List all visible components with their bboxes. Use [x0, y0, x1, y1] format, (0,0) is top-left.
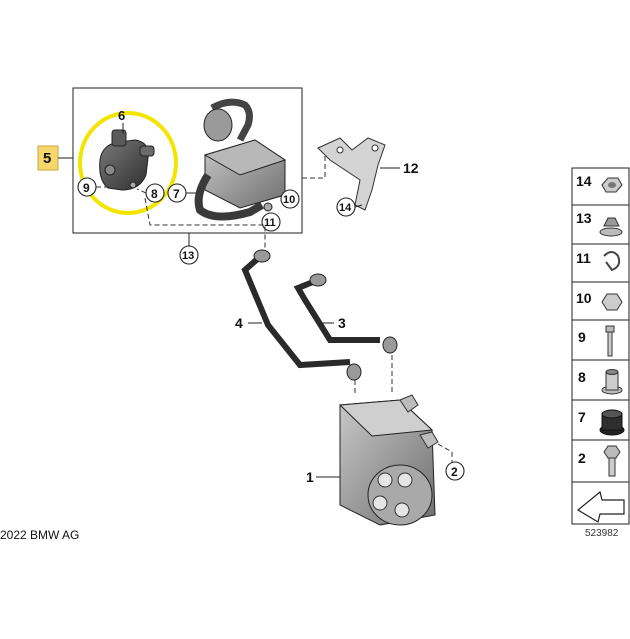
- callout-7[interactable]: 7: [173, 187, 180, 201]
- parts-list-item-13[interactable]: 13: [576, 210, 592, 226]
- copyright-text: 2022 BMW AG: [0, 528, 80, 542]
- parts-list-item-7[interactable]: 7: [578, 409, 586, 425]
- leader-8: [136, 188, 147, 194]
- callout-13-circle: [179, 245, 199, 265]
- parts-list-item-11[interactable]: 11: [576, 250, 591, 266]
- callout-5[interactable]: 5: [43, 150, 51, 167]
- flange-nut-icon: [599, 217, 623, 237]
- highlight-circle: [78, 111, 178, 215]
- callout-14[interactable]: 14: [339, 202, 352, 214]
- heat-exchanger: [338, 394, 439, 526]
- callout-10-circle: [280, 189, 300, 209]
- callout-2-circle: [445, 461, 465, 481]
- detail-box: [72, 87, 303, 234]
- bracket: [317, 137, 386, 211]
- leader-box-12: [302, 150, 326, 179]
- parts-list-panel: [571, 167, 630, 525]
- rubber-grommet-icon: [599, 409, 625, 436]
- callout-8[interactable]: 8: [151, 187, 158, 201]
- callout-1[interactable]: 1: [306, 469, 314, 485]
- parts-list-item-2[interactable]: 2: [578, 450, 586, 466]
- parts-list-item-8[interactable]: 8: [578, 369, 586, 385]
- hex-nut-icon: [601, 293, 623, 311]
- clip-icon: [603, 251, 621, 272]
- parts-list-item-10[interactable]: 10: [576, 290, 592, 306]
- leader-2: [437, 443, 453, 462]
- callout-4[interactable]: 4: [235, 315, 243, 331]
- callout-13-lower[interactable]: 13: [182, 250, 194, 262]
- diagram-id: 523982: [585, 528, 619, 539]
- callout-10[interactable]: 10: [283, 194, 295, 206]
- callout-3[interactable]: 3: [338, 315, 346, 331]
- callout-12[interactable]: 12: [403, 160, 419, 176]
- callout-2[interactable]: 2: [451, 465, 458, 479]
- leader-14: [354, 204, 363, 208]
- parts-list-item-14[interactable]: 14: [576, 173, 592, 189]
- coolant-hose-4: [241, 249, 362, 381]
- parts-list-item-9[interactable]: 9: [578, 329, 586, 345]
- callout-9[interactable]: 9: [83, 181, 90, 195]
- bushing-icon: [601, 369, 623, 395]
- callout-11-circle: [261, 212, 281, 232]
- electric-heater-assembly: [194, 98, 287, 221]
- nut-icon: [601, 177, 623, 193]
- callout-6[interactable]: 6: [118, 108, 125, 123]
- bolt-icon: [605, 325, 615, 357]
- arrow-icon: [576, 490, 625, 523]
- callout-11[interactable]: 11: [264, 217, 276, 229]
- coolant-hose-3: [293, 273, 398, 354]
- screw-icon: [603, 445, 621, 477]
- auxiliary-water-pump: [99, 129, 155, 191]
- leader-box-13: [144, 197, 266, 248]
